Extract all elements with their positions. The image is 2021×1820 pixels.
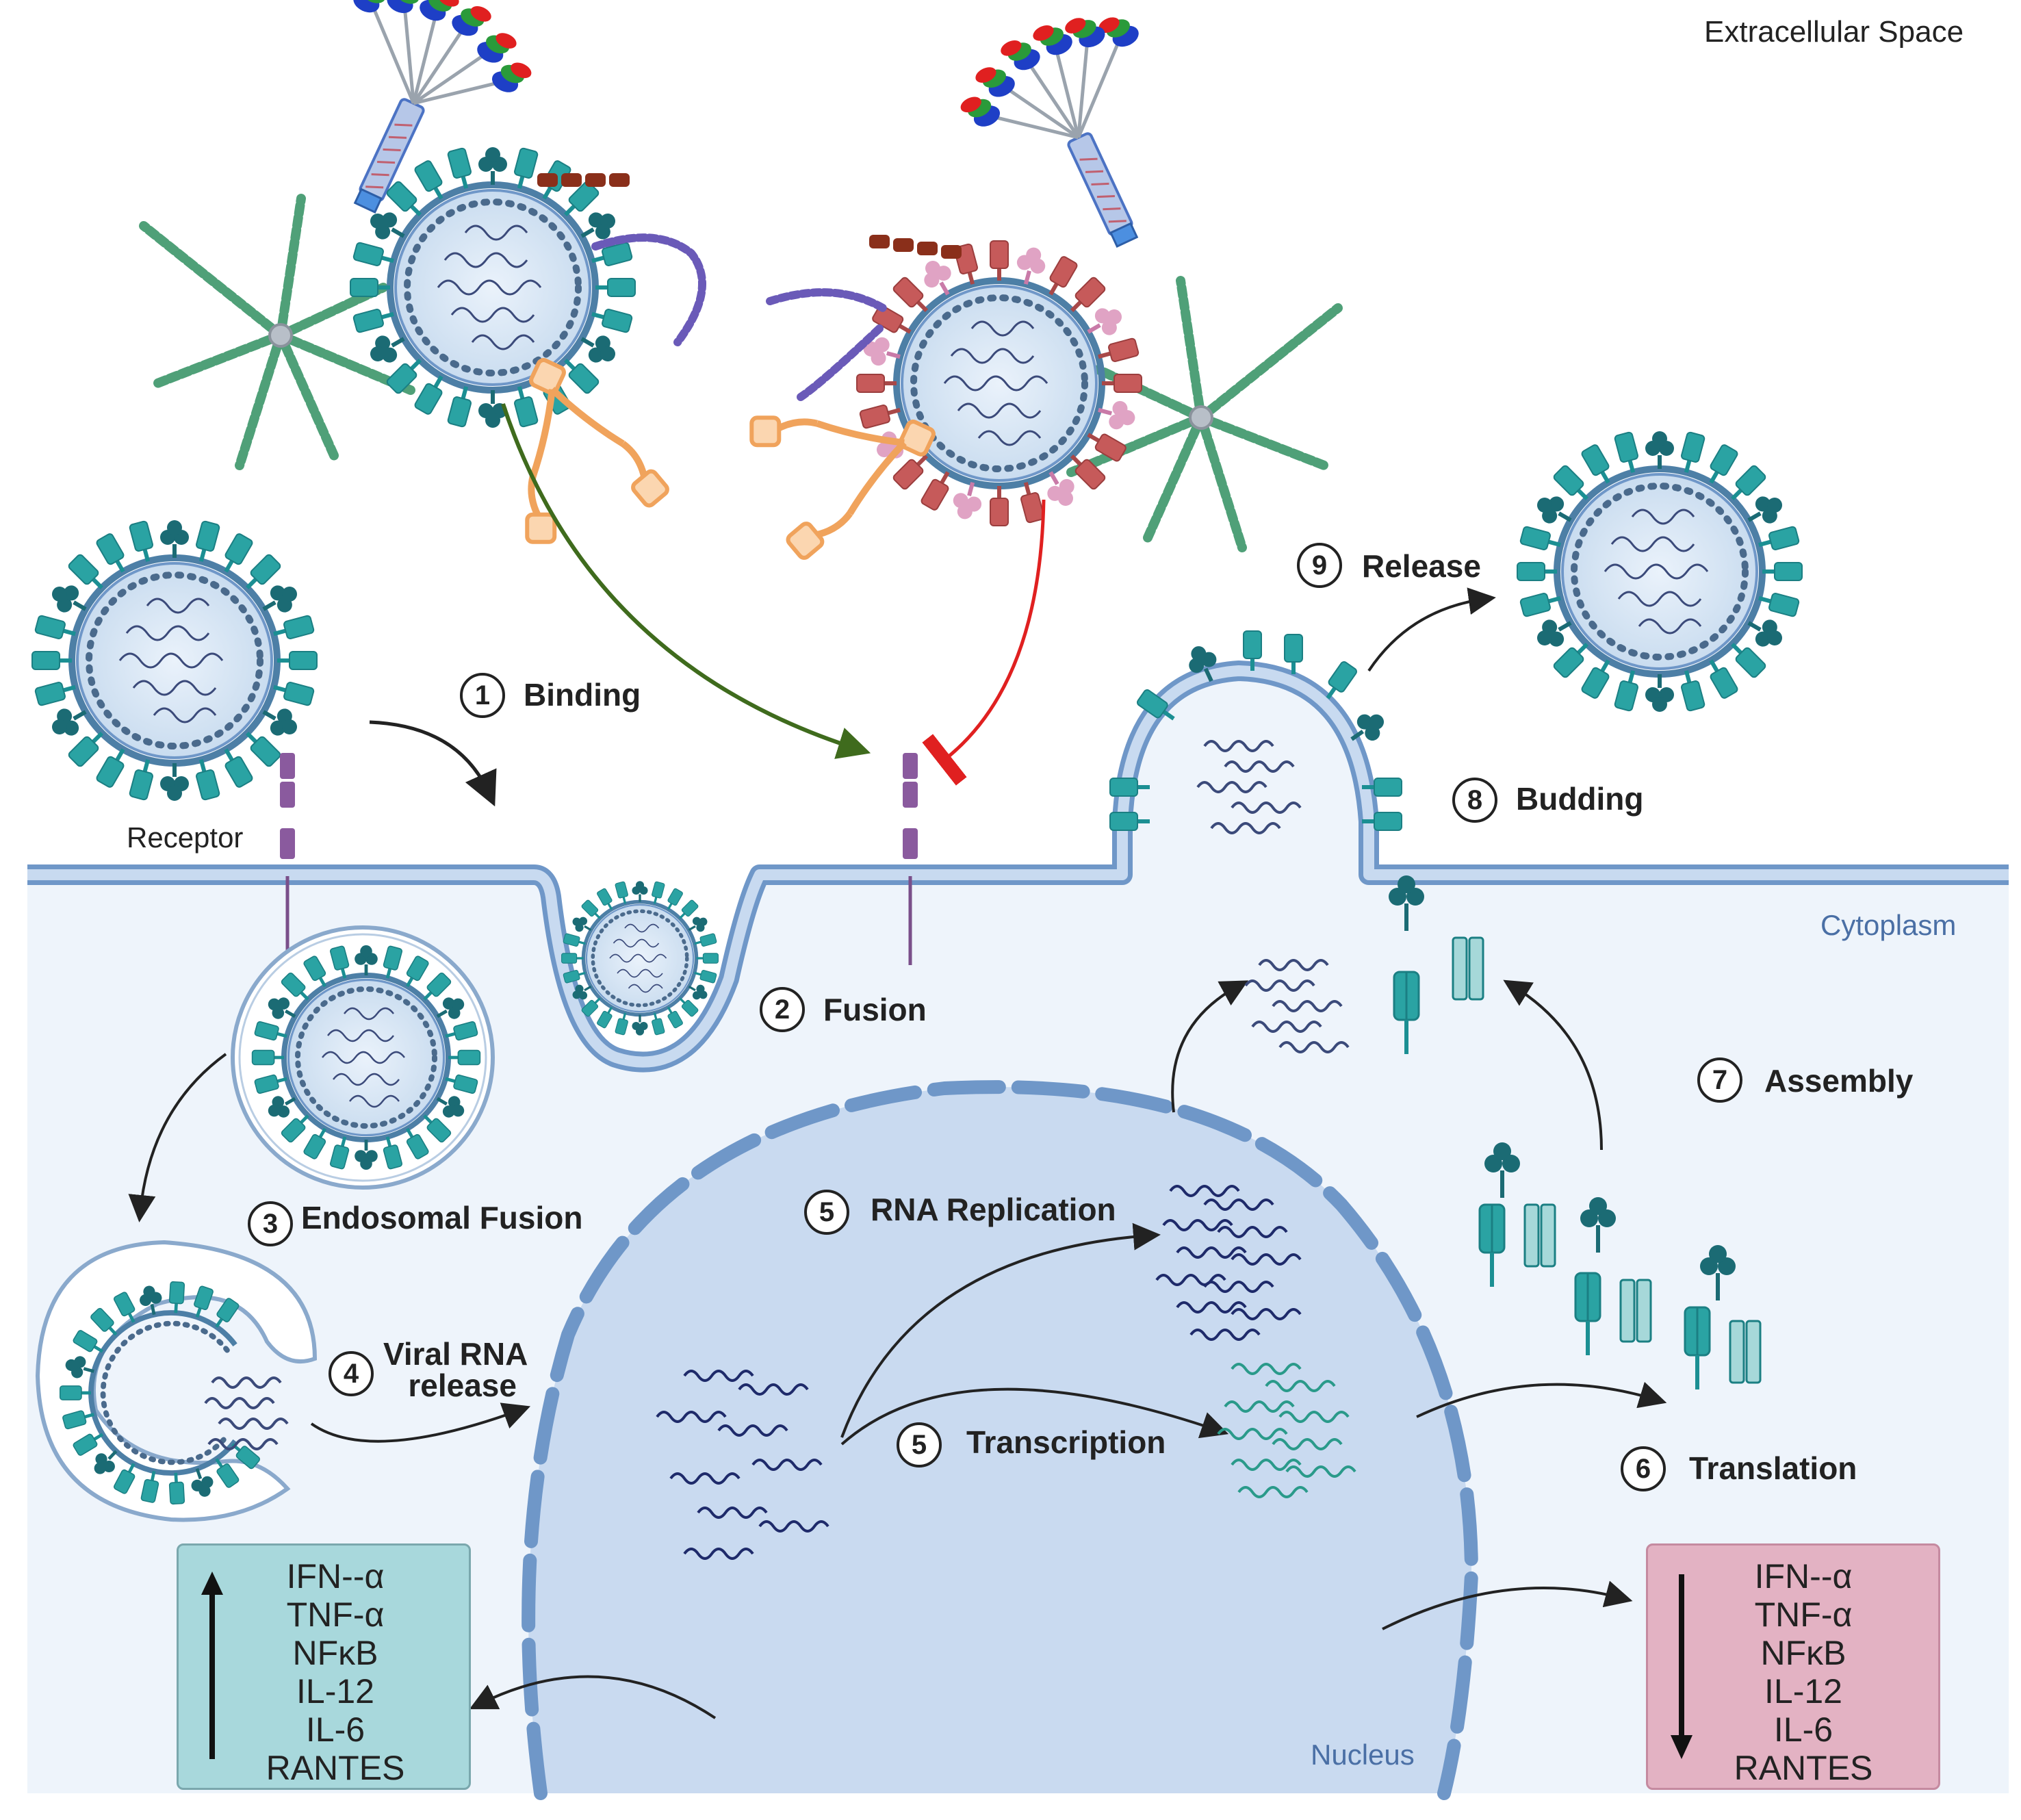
cytokine-up-3: IL-12: [296, 1672, 374, 1710]
step-2-badge: 2: [760, 987, 805, 1032]
cytokines-up-box: [177, 1543, 471, 1790]
cytokine-down-4: IL-6: [1773, 1710, 1833, 1749]
cytokine-up-4: IL-6: [305, 1710, 365, 1749]
brown-chain-right: [869, 235, 962, 259]
step-4-label-line1: Viral RNA: [383, 1336, 528, 1372]
step-8-label: Budding: [1516, 781, 1644, 817]
brown-chain-left: [537, 173, 630, 187]
virion-spike: [630, 880, 649, 903]
step-6-label: Translation: [1689, 1450, 1857, 1486]
virion-spike: [560, 952, 585, 964]
virion-spike: [990, 241, 1008, 281]
virion-spike: [990, 486, 1008, 526]
virion-uncoating: [60, 1281, 261, 1504]
virion-released: [1517, 431, 1802, 712]
virion-spike: [478, 147, 507, 185]
cytokine-down-5: RANTES: [1734, 1749, 1873, 1787]
cytokine-up-0: IFN--α: [286, 1557, 385, 1595]
promote-fusion-arrow: [501, 403, 871, 759]
virion-spike: [857, 374, 897, 392]
cytokines-down-list: IFN--α TNF-α NFκB IL-12 IL-6 RANTES: [1708, 1557, 1899, 1787]
region-nucleus: Nucleus: [1311, 1739, 1415, 1771]
starburst-left: [144, 198, 411, 465]
step-8-badge: 8: [1452, 778, 1497, 823]
step-1-badge: 1: [460, 673, 505, 718]
virion-spike: [277, 652, 317, 669]
step-2-label: Fusion: [823, 992, 927, 1027]
virion-spike: [160, 763, 189, 801]
step-1-label: Binding: [524, 677, 641, 713]
translation-arrow: [1416, 1381, 1667, 1418]
rna-release-arrow: [310, 1402, 531, 1443]
virion-in-endosome: [253, 945, 480, 1170]
cytokine-up-5: RANTES: [266, 1749, 405, 1787]
receptor-label: Receptor: [127, 821, 244, 854]
step-3-badge: 3: [248, 1201, 293, 1246]
step-3-label: Endosomal Fusion: [301, 1200, 583, 1235]
cytokine-down-1: TNF-α: [1754, 1595, 1853, 1634]
purple-chain-left: [591, 233, 706, 346]
down-arrow-icon: [1671, 1574, 1692, 1759]
virion-bound-right: [857, 241, 1142, 526]
step-4-label: Viral RNA release: [383, 1338, 528, 1401]
transcription-arrow: [840, 1387, 1229, 1446]
step-7-badge: 7: [1697, 1058, 1742, 1103]
up-arrow-icon: [201, 1572, 223, 1759]
cytokine-up-2: NFκB: [292, 1634, 378, 1672]
step-5a-label: RNA Replication: [871, 1192, 1116, 1227]
step-5a-badge: 5: [804, 1190, 849, 1235]
endosome-arrow: [128, 1053, 227, 1222]
cytokines-down-box: [1646, 1543, 1940, 1790]
virion-spike: [1762, 563, 1802, 580]
nuclear-envelope: [522, 1080, 1479, 1800]
cytokine-down-2: NFκB: [1760, 1634, 1846, 1672]
region-extracellular: Extracellular Space: [1704, 15, 1964, 49]
release-arrow: [1367, 587, 1496, 672]
inhibit-fusion-arrow: [922, 499, 1046, 786]
cytokine-up-1: TNF-α: [286, 1595, 385, 1634]
virion-incoming: [32, 520, 317, 801]
virion-bound-left: [350, 147, 635, 428]
step-6-badge: 6: [1621, 1446, 1666, 1491]
cytokine-up-arrow: [469, 1675, 717, 1719]
virion-spike: [1645, 431, 1674, 469]
virion-spike: [595, 279, 635, 296]
rna-export-arrow: [1171, 980, 1249, 1113]
replication-arrow: [840, 1222, 1161, 1438]
virion-spike: [160, 520, 189, 558]
cytokine-down-arrow: [1382, 1580, 1633, 1630]
region-cytoplasm: Cytoplasm: [1820, 909, 1957, 941]
step-5b-label: Transcription: [966, 1424, 1166, 1460]
virion-spike: [350, 279, 390, 296]
purple-chain-right: [766, 288, 887, 401]
cytokines-up-list: IFN--α TNF-α NFκB IL-12 IL-6 RANTES: [240, 1557, 431, 1787]
step-7-label: Assembly: [1764, 1063, 1914, 1099]
virion-spike: [32, 652, 72, 669]
virion-spike: [695, 952, 720, 964]
binding-arrow: [369, 720, 497, 807]
step-5b-badge: 5: [897, 1422, 942, 1467]
step-9-label: Release: [1362, 548, 1481, 584]
step-9-badge: 9: [1297, 543, 1342, 588]
cytokine-down-0: IFN--α: [1754, 1557, 1853, 1595]
complement-right: [944, 0, 1217, 282]
assembly-arrow: [1503, 979, 1603, 1151]
virion-spike: [1517, 563, 1557, 580]
virion-fusing: [560, 880, 720, 1037]
virion-spike: [1645, 674, 1674, 712]
step-4-badge: 4: [329, 1351, 374, 1396]
nucleus: [528, 1087, 1472, 1793]
virion-spike: [630, 1013, 649, 1037]
cytokine-down-3: IL-12: [1764, 1672, 1842, 1710]
step-4-label-line2: release: [408, 1368, 517, 1403]
